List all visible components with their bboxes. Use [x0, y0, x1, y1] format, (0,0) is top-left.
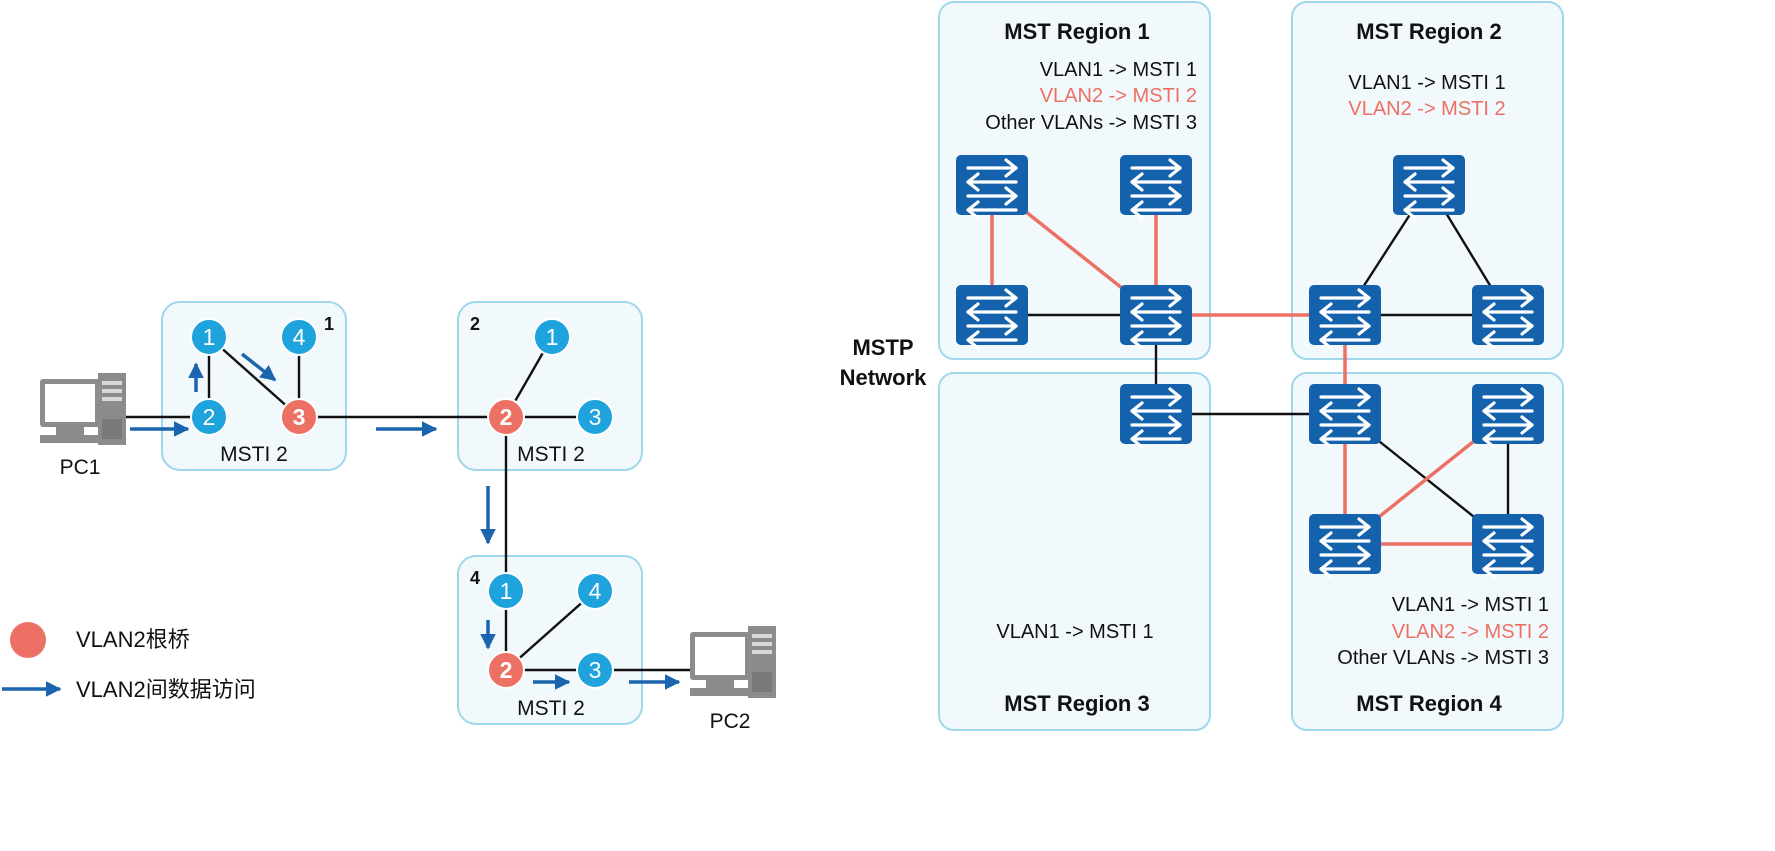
switch-icon	[1307, 283, 1383, 350]
region-1-map-vlan2: VLAN2 -> MSTI 2	[1040, 85, 1197, 107]
switch-icon	[1307, 382, 1383, 449]
region-4-map-other: Other VLANs -> MSTI 3	[1337, 647, 1549, 669]
svg-text:1: 1	[500, 578, 513, 604]
box1-msti-label: MSTI 2	[220, 443, 288, 466]
box4-node-4: 4	[576, 572, 614, 610]
svg-text:3: 3	[293, 404, 306, 430]
legend-root-bridge-label: VLAN2根桥	[76, 627, 190, 652]
pc1-icon	[40, 373, 126, 445]
region-1-title: MST Region 1	[1004, 19, 1149, 44]
region-1-map-vlan1: VLAN1 -> MSTI 1	[1040, 59, 1197, 81]
svg-text:4: 4	[589, 578, 602, 604]
switch-icon	[1470, 382, 1546, 449]
region-2-map-vlan1: VLAN1 -> MSTI 1	[1348, 72, 1505, 94]
svg-text:2: 2	[500, 404, 513, 430]
box-number-4: 4	[470, 568, 480, 588]
svg-text:2: 2	[500, 657, 513, 683]
box1-node-3-root: 3	[280, 398, 318, 436]
switch-icon	[1118, 153, 1194, 220]
switch-icon	[1470, 283, 1546, 350]
region-3-title: MST Region 3	[1004, 691, 1149, 716]
switch-icon	[1307, 512, 1383, 579]
svg-text:1: 1	[546, 324, 559, 350]
pc2-label: PC2	[710, 710, 751, 733]
box4-node-3: 3	[576, 651, 614, 689]
box2-node-2-root: 2	[487, 398, 525, 436]
region-4-map-vlan2: VLAN2 -> MSTI 2	[1392, 621, 1549, 643]
svg-text:2: 2	[203, 404, 216, 430]
switch-icon	[1391, 153, 1467, 220]
region-1-box	[938, 1, 1211, 360]
box4-node-1: 1	[487, 572, 525, 610]
mstp-network-label-line2: Network	[840, 365, 928, 390]
box2-node-1: 1	[533, 318, 571, 356]
vlan2-flow-arrows	[130, 352, 681, 690]
region-4-map-vlan1: VLAN1 -> MSTI 1	[1392, 594, 1549, 616]
legend-root-bridge-icon	[10, 622, 46, 658]
box4-msti-label: MSTI 2	[517, 697, 585, 720]
region-3-map-vlan1: VLAN1 -> MSTI 1	[996, 621, 1153, 643]
region-3-box	[938, 372, 1211, 731]
box1-node-1: 1	[190, 318, 228, 356]
switch-icon	[1118, 382, 1194, 449]
region-4-box	[1291, 372, 1564, 731]
switch-icon	[1470, 512, 1546, 579]
region-1-map-other: Other VLANs -> MSTI 3	[985, 112, 1197, 134]
box-number-2: 2	[470, 314, 480, 334]
box1-node-4: 4	[280, 318, 318, 356]
switch-icon	[1118, 283, 1194, 350]
svg-text:3: 3	[589, 404, 602, 430]
switch-icon	[954, 283, 1030, 350]
region-2-title: MST Region 2	[1356, 19, 1501, 44]
box2-node-3: 3	[576, 398, 614, 436]
switch-icon	[954, 153, 1030, 220]
box4-node-2-root: 2	[487, 651, 525, 689]
legend-data-access-label: VLAN2间数据访问	[76, 677, 256, 702]
mstp-network-label-line1: MSTP	[852, 335, 913, 360]
region-4-title: MST Region 4	[1356, 691, 1502, 716]
box2-msti-label: MSTI 2	[517, 443, 585, 466]
pc1-label: PC1	[60, 456, 101, 479]
region-2-map-vlan2: VLAN2 -> MSTI 2	[1348, 98, 1505, 120]
box-number-1: 1	[324, 314, 334, 334]
svg-text:1: 1	[203, 324, 216, 350]
svg-text:3: 3	[589, 657, 602, 683]
pc2-icon	[690, 626, 776, 698]
box1-node-2: 2	[190, 398, 228, 436]
svg-text:4: 4	[293, 324, 306, 350]
